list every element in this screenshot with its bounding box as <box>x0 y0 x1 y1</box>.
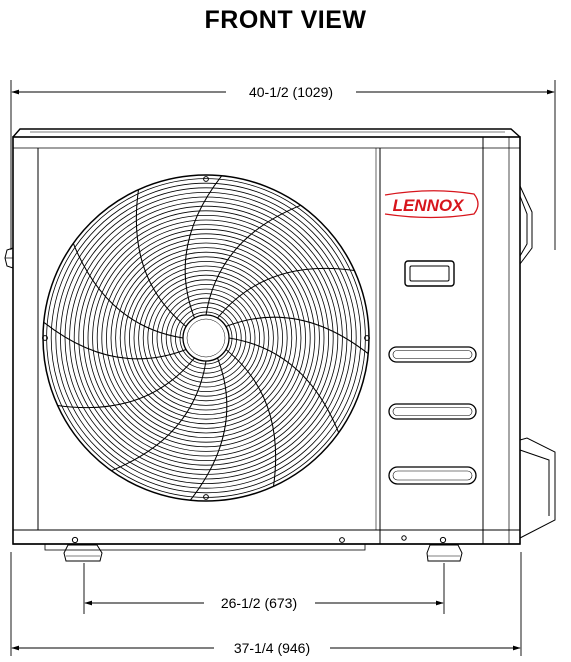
fan-guard-ring <box>133 265 279 411</box>
fan-guard-ring <box>147 279 265 397</box>
fan-guard-spoke <box>217 267 355 319</box>
fan-guard-ring <box>161 293 251 383</box>
feet-span-dimension: 26-1/2 (673) <box>83 563 445 614</box>
fan-guard-ring <box>69 201 343 475</box>
fan-guard-ring <box>156 288 256 388</box>
fan-guard-ring <box>128 260 283 415</box>
fan-guard-ring <box>55 187 357 489</box>
fan-guard-ring <box>174 306 237 369</box>
fan-guard-spoke <box>57 357 195 409</box>
fan-guard-ring <box>142 274 270 402</box>
control-panel: LENNOX <box>384 190 479 541</box>
top-cap <box>12 128 521 138</box>
fan-guard-ring <box>124 256 288 420</box>
fan-guard-ring <box>50 182 362 494</box>
overall-width-label: 40-1/2 (1029) <box>249 84 333 100</box>
mount-screw-right <box>364 335 370 341</box>
mount-screw-bottom <box>203 494 209 500</box>
logo-swoosh <box>384 190 479 219</box>
fan-guard-ring <box>59 191 353 485</box>
fan-guard-ring <box>83 214 329 461</box>
louver-slot-1 <box>388 346 477 363</box>
panel-screw <box>401 535 407 541</box>
fan-guard-spoke <box>184 175 223 319</box>
base-width-label: 37-1/4 (946) <box>234 640 310 656</box>
fan-guard-ring <box>92 224 320 452</box>
left-fitting <box>4 247 14 269</box>
base-width-dimension: 37-1/4 (946) <box>10 552 522 656</box>
fan-guard-spoke <box>205 204 301 316</box>
fan-guard-ring <box>119 251 293 425</box>
feet-span-label: 26-1/2 (673) <box>221 595 297 611</box>
panel-handle <box>404 260 455 287</box>
fan-guard-spoke <box>111 360 207 472</box>
fan-guard-spoke <box>189 357 228 501</box>
louver-slot-2 <box>388 403 477 420</box>
mount-screw-top <box>203 176 209 182</box>
fan-guard-spoke <box>225 316 369 355</box>
fan-guard-ring <box>46 178 366 498</box>
overall-width-dimension: 40-1/2 (1029) <box>10 80 556 250</box>
fan-guard-ring <box>115 247 297 429</box>
fan-guard-spoke <box>225 349 277 487</box>
fan-guard-ring <box>106 237 306 438</box>
left-foot <box>63 544 103 562</box>
side-handle <box>519 185 533 265</box>
louver-slot-3 <box>388 466 477 485</box>
fan-guard-ring <box>64 196 348 480</box>
fan-hub <box>182 314 230 362</box>
service-valve-box <box>519 437 556 539</box>
fan-guard-spoke <box>43 321 187 360</box>
fan-guard-ring <box>87 219 325 457</box>
fan-guard-ring <box>78 210 334 466</box>
mount-screw-left <box>42 335 48 341</box>
fan-guard-spoke <box>72 243 184 339</box>
fan-guard-spoke <box>135 189 187 327</box>
fan-guard-ring <box>101 233 311 443</box>
fan-guard-ring <box>151 283 260 392</box>
fan-guard-ring <box>110 242 302 434</box>
fan-guard-ring <box>73 205 339 471</box>
base-feet <box>44 536 463 562</box>
fan-guard-spoke <box>228 337 340 433</box>
page-title: FRONT VIEW <box>204 6 367 34</box>
right-foot <box>426 544 463 562</box>
fan-guard-ring <box>96 228 316 448</box>
fan-guard-ring <box>138 270 274 406</box>
fan-guard <box>42 174 370 502</box>
fan-guard-ring <box>165 297 247 379</box>
fan-guard-ring <box>170 302 242 374</box>
brand-logo-text: LENNOX <box>393 196 466 215</box>
